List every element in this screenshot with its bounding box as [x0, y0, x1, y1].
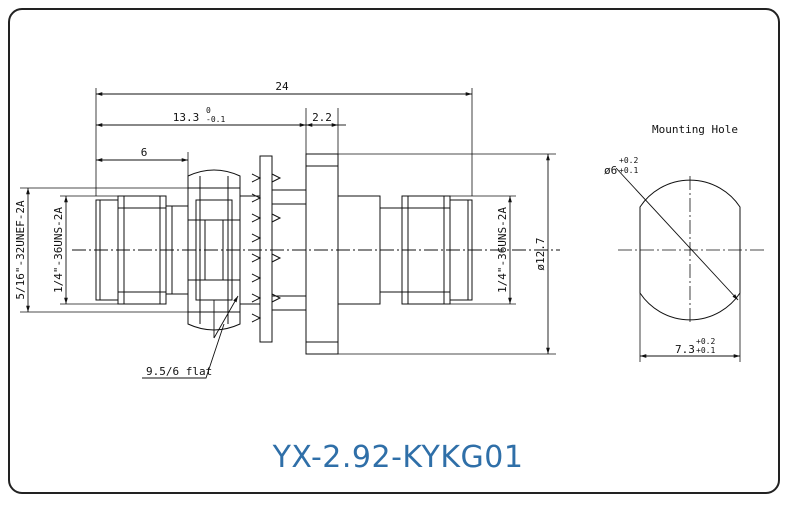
- dim-left-thread-text: 1/4"-36UNS-2A: [52, 207, 65, 293]
- hex-flat-label: 9.5/6 flat: [146, 365, 212, 378]
- dim-flange-dia-text: ø12.7: [534, 237, 547, 270]
- dim-body-tol-lower: -0.1: [206, 115, 225, 124]
- drawing-frame: [8, 8, 780, 494]
- dim-body-text: 13.3: [173, 111, 200, 124]
- mounting-hole-view: [616, 168, 766, 363]
- hex-flat-leader: [142, 296, 238, 378]
- left-thread-body: [96, 196, 188, 304]
- hole-flat-tol-upper: +0.2: [696, 337, 715, 346]
- dim-hole-dia: [616, 168, 738, 300]
- dim-outer-thread-text: 5/16"-32UNEF-2A: [14, 200, 27, 300]
- dim-right-thread-text: 1/4"-36UNS-2A: [496, 207, 509, 293]
- hole-dia-tol-lower: +0.1: [619, 166, 638, 175]
- flange: [306, 154, 338, 354]
- mounting-hole-title: Mounting Hole: [652, 123, 738, 136]
- dim-flange-text: 2.2: [312, 111, 332, 124]
- dim-body-tol-upper: 0: [206, 106, 211, 115]
- dim-overall-text: 24: [275, 80, 289, 93]
- right-thread-body: [338, 196, 472, 304]
- extension-lines: [20, 88, 556, 354]
- hole-dia-tol-upper: +0.2: [619, 156, 638, 165]
- hole-dia-text: ø6: [604, 164, 617, 177]
- hole-flat-text: 7.3: [675, 343, 695, 356]
- part-number: YX-2.92-KYKG01: [272, 440, 524, 475]
- panel-washer: [240, 156, 306, 342]
- hole-flat-tol-lower: +0.1: [696, 346, 715, 355]
- dimension-lines: [26, 92, 550, 354]
- dim-thread-text: 6: [141, 146, 148, 159]
